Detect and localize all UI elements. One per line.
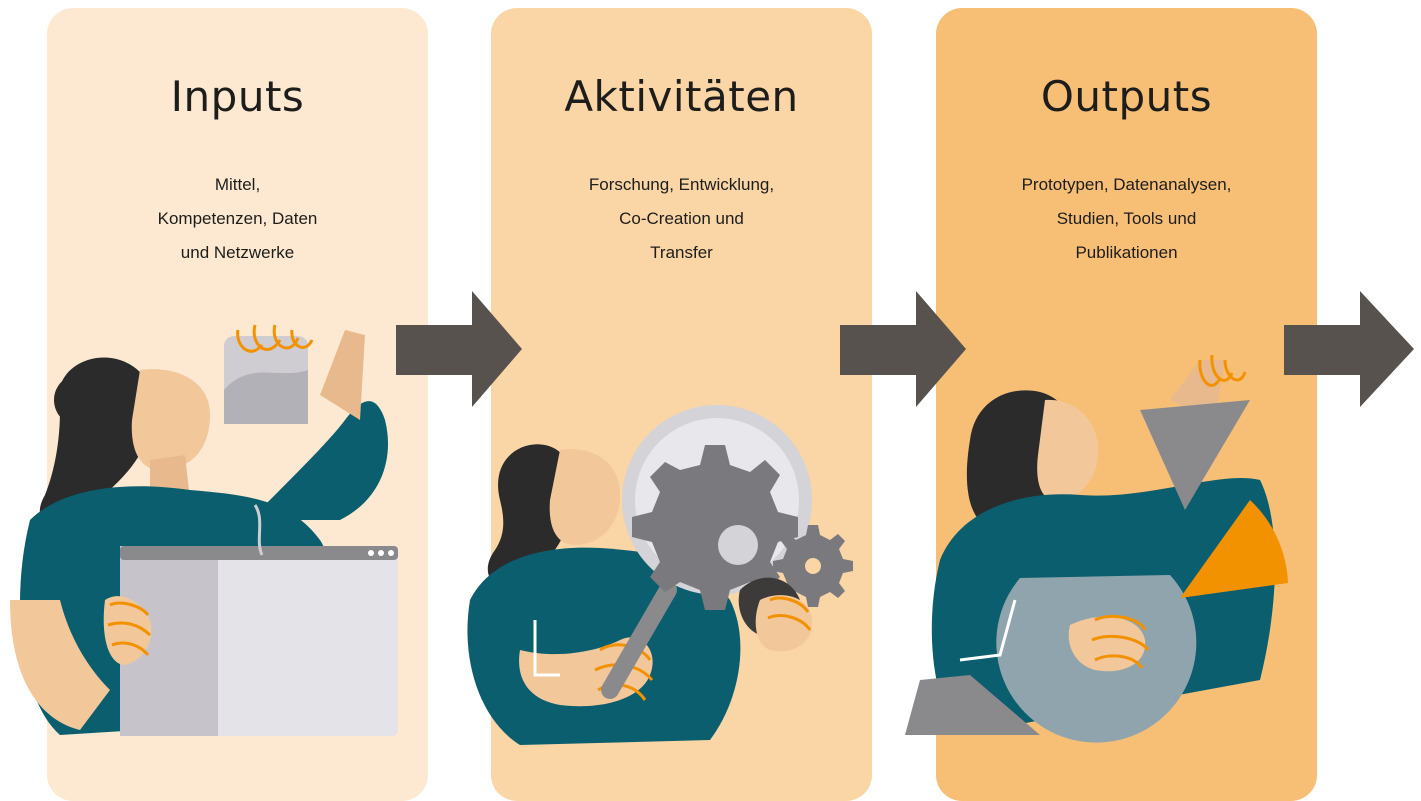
activities-line-1: Forschung, Entwicklung, bbox=[588, 175, 775, 194]
inputs-line-1: Mittel, bbox=[214, 175, 261, 194]
person-outputs-illustration bbox=[905, 354, 1288, 743]
outputs-description: Prototypen, Datenanalysen, Studien, Tool… bbox=[936, 168, 1317, 270]
person-inputs-illustration bbox=[10, 324, 398, 736]
activities-line-3: Transfer bbox=[650, 243, 713, 262]
activities-description: Forschung, Entwicklung, Co-Creation und … bbox=[491, 168, 872, 270]
activities-title: Aktivitäten bbox=[564, 72, 799, 121]
gear-icon bbox=[632, 445, 798, 610]
outputs-title: Outputs bbox=[1040, 72, 1213, 121]
outputs-line-2: Studien, Tools und bbox=[1056, 209, 1197, 228]
person-activities-illustration bbox=[467, 405, 853, 745]
inputs-line-3: und Netzwerke bbox=[180, 243, 295, 262]
outputs-line-3: Publikationen bbox=[1075, 243, 1178, 262]
arrow-right-icon bbox=[396, 291, 522, 407]
arrow-right-icon bbox=[840, 291, 966, 407]
outputs-line-1: Prototypen, Datenanalysen, bbox=[1021, 175, 1232, 194]
arrow-right-icon bbox=[1284, 291, 1414, 407]
small-gear-icon bbox=[773, 525, 853, 607]
inputs-title: Inputs bbox=[170, 72, 305, 121]
inputs-line-2: Kompetenzen, Daten bbox=[157, 209, 318, 228]
inputs-description: Mittel, Kompetenzen, Daten und Netzwerke bbox=[47, 168, 428, 270]
activities-line-2: Co-Creation und bbox=[619, 209, 744, 228]
